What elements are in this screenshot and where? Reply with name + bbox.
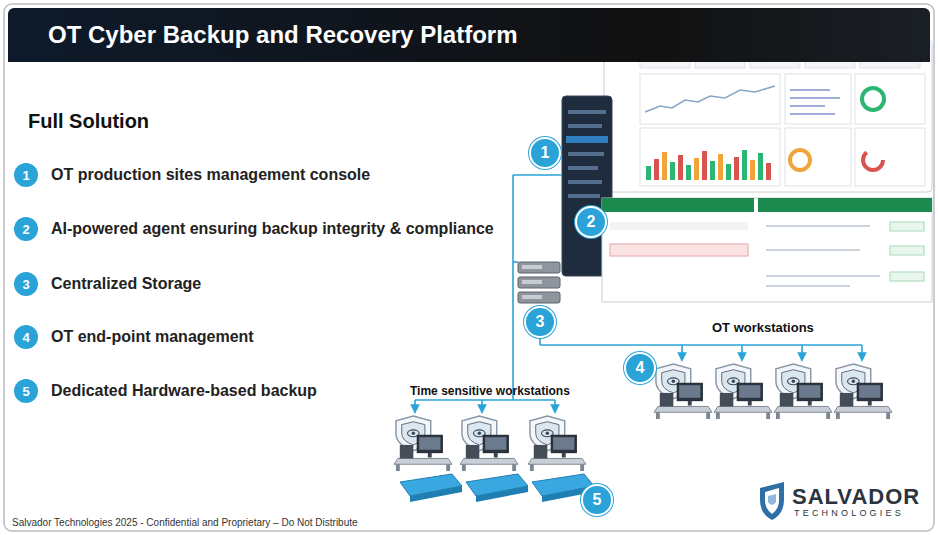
callout-node: 5	[581, 484, 613, 516]
callout-number: 4	[14, 325, 38, 349]
callout-number: 5	[14, 379, 38, 403]
list-text: Centralized Storage	[51, 275, 201, 293]
callout-number: 1	[529, 137, 561, 169]
callout-number: 4	[624, 352, 656, 384]
callout-node: 4	[624, 352, 656, 384]
list-item: 5 Dedicated Hardware-based backup	[14, 379, 317, 403]
list-item: 4 OT end-point management	[14, 325, 254, 349]
group-label: Time sensitive workstations	[410, 384, 570, 398]
logo-text: SALVADOR	[792, 484, 920, 510]
list-text: OT production sites management console	[51, 166, 370, 184]
list-item: 1 OT production sites management console	[14, 163, 370, 187]
callout-node: 1	[529, 137, 561, 169]
callout-node: 3	[524, 306, 556, 338]
list-item: 2 AI-powered agent ensuring backup integr…	[14, 217, 494, 241]
list-text: OT end-point management	[51, 328, 254, 346]
callout-node: 2	[575, 206, 607, 238]
callout-number: 2	[14, 217, 38, 241]
logo-subtext: TECHNOLOGIES	[794, 508, 904, 518]
title: OT Cyber Backup and Recovery Platform	[48, 21, 517, 49]
list-item: 3 Centralized Storage	[14, 272, 201, 296]
group-label: OT workstations	[712, 320, 814, 335]
callout-number: 1	[14, 163, 38, 187]
callout-number: 3	[524, 306, 556, 338]
list-text: Dedicated Hardware-based backup	[51, 382, 317, 400]
callout-number: 5	[581, 484, 613, 516]
callout-number: 3	[14, 272, 38, 296]
list-text: AI-powered agent ensuring backup integri…	[51, 220, 494, 238]
title-bar: OT Cyber Backup and Recovery Platform	[8, 8, 930, 62]
callout-number: 2	[575, 206, 607, 238]
section-heading: Full Solution	[28, 110, 149, 133]
footer-note: Salvador Technologies 2025 - Confidentia…	[12, 517, 358, 528]
